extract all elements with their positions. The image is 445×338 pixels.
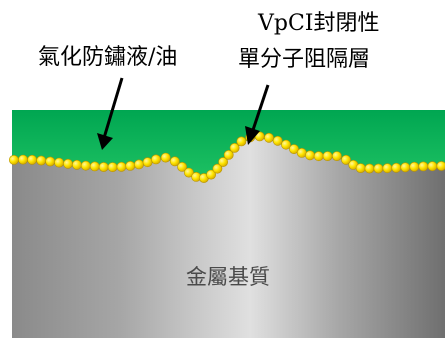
- vpci-molecule: [45, 156, 56, 167]
- vpci-molecule: [364, 163, 375, 174]
- vpci-molecule: [36, 155, 47, 166]
- vpci-molecule: [212, 163, 223, 174]
- oil-label: 氣化防鏽液/油: [38, 45, 177, 70]
- vpci-molecule: [18, 154, 28, 165]
- metal-substrate: [12, 138, 445, 338]
- vpci-molecule: [418, 161, 429, 172]
- vpci-molecule: [281, 139, 291, 150]
- vpci-molecule: [142, 157, 153, 168]
- vpci-molecule: [322, 151, 333, 161]
- vpci-molecule: [391, 162, 402, 173]
- vpci-molecule: [236, 136, 247, 147]
- vpci-molecule: [80, 160, 91, 171]
- vpci-molecule: [382, 163, 393, 174]
- vpci-molecule: [436, 161, 445, 171]
- vpci-molecule: [8, 154, 19, 165]
- vpci-molecule: [305, 150, 315, 161]
- vpci-monomolecular-layer: [8, 131, 445, 183]
- vpci-molecule: [229, 142, 240, 153]
- substrate-label: 金屬基質: [186, 265, 270, 289]
- vpci-molecule: [116, 161, 127, 172]
- vpci-molecule: [409, 161, 420, 172]
- vpci-molecule: [98, 162, 109, 172]
- vpci-molecule: [341, 154, 351, 165]
- vpci-molecule: [206, 169, 216, 180]
- vpci-molecule: [125, 160, 136, 171]
- vpci-molecule: [331, 151, 342, 161]
- vpci-molecule: [427, 161, 438, 172]
- vpci-molecule: [400, 162, 411, 173]
- vpci-molecule: [296, 147, 307, 158]
- vpci-molecule: [218, 157, 228, 167]
- vpci-molecule: [27, 154, 37, 165]
- vpci-label-line2: 單分子阻隔層: [238, 47, 370, 72]
- vpci-molecule: [373, 163, 384, 174]
- vpci-molecule: [169, 156, 180, 167]
- vpci-molecule: [89, 161, 100, 172]
- vpci-molecule: [177, 161, 187, 172]
- vpci-molecule: [272, 135, 283, 146]
- vpci-molecule: [183, 167, 194, 178]
- vpci-label-line1: VpCI封閉性: [257, 11, 380, 36]
- vpci-molecule: [264, 132, 274, 143]
- vpci-molecule: [355, 163, 366, 173]
- vpci-molecule: [107, 162, 118, 172]
- vpci-arrow: [245, 84, 270, 145]
- vpci-molecule: [160, 152, 171, 163]
- vpci-molecule: [134, 159, 144, 170]
- vpci-molecule: [289, 144, 299, 154]
- vpci-molecule: [313, 151, 324, 162]
- vpci-molecule: [223, 149, 234, 160]
- vpci-molecule: [151, 154, 161, 165]
- vpci-molecule: [54, 157, 64, 168]
- vpci-molecule: [72, 159, 82, 170]
- vpci-molecule: [63, 158, 73, 169]
- oil-arrow: [97, 77, 124, 150]
